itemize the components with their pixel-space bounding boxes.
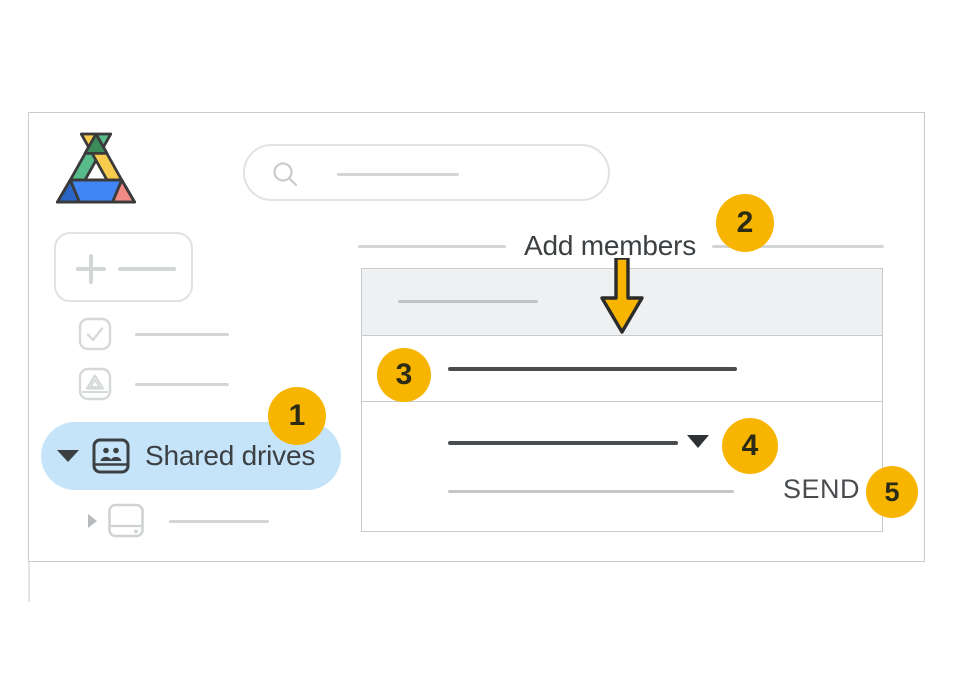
dialog-title-placeholder bbox=[398, 300, 538, 303]
frame-tail-divider bbox=[28, 562, 30, 602]
dialog-email-row[interactable] bbox=[362, 336, 882, 402]
search-icon bbox=[271, 160, 299, 188]
annotation-badge-3: 3 bbox=[377, 348, 431, 402]
drive-square-icon bbox=[78, 367, 112, 401]
down-arrow-annotation-icon bbox=[598, 258, 646, 336]
search-input[interactable] bbox=[243, 144, 610, 201]
page-title: Add members bbox=[524, 230, 697, 261]
dropdown-caret-icon[interactable] bbox=[687, 435, 709, 448]
sidebar-item-label bbox=[135, 332, 229, 336]
drive-item-icon bbox=[107, 502, 145, 540]
heading-rule-right bbox=[712, 244, 884, 248]
google-drive-logo-icon bbox=[50, 128, 142, 210]
section-heading: Add members bbox=[358, 230, 884, 261]
dialog-role-and-message-row: SEND bbox=[362, 402, 882, 530]
checkmark-square-icon bbox=[78, 317, 112, 351]
shared-drives-icon bbox=[91, 436, 131, 476]
annotation-badge-1: 1 bbox=[268, 387, 326, 445]
sidebar-item-label bbox=[169, 519, 269, 523]
annotation-badge-4: 4 bbox=[722, 418, 778, 474]
message-field-placeholder[interactable] bbox=[448, 490, 734, 493]
heading-rule-left bbox=[358, 244, 506, 248]
caret-down-icon[interactable] bbox=[57, 450, 79, 462]
email-field-value bbox=[448, 367, 737, 371]
new-button-label bbox=[118, 267, 176, 271]
sidebar-item-my-drive[interactable] bbox=[78, 367, 229, 401]
plus-icon bbox=[76, 254, 106, 284]
role-select-value[interactable] bbox=[448, 441, 678, 445]
annotation-badge-5: 5 bbox=[866, 466, 918, 518]
sidebar-item-label bbox=[135, 382, 229, 386]
caret-right-icon[interactable] bbox=[88, 514, 97, 528]
sidebar-item-label: Shared drives bbox=[145, 440, 316, 471]
new-button[interactable] bbox=[54, 232, 193, 302]
send-button[interactable]: SEND bbox=[782, 474, 860, 504]
sidebar-item-drive-entry[interactable] bbox=[88, 502, 269, 540]
search-placeholder bbox=[337, 173, 459, 176]
annotation-badge-2: 2 bbox=[716, 194, 774, 252]
sidebar-item-priority[interactable] bbox=[78, 317, 229, 351]
